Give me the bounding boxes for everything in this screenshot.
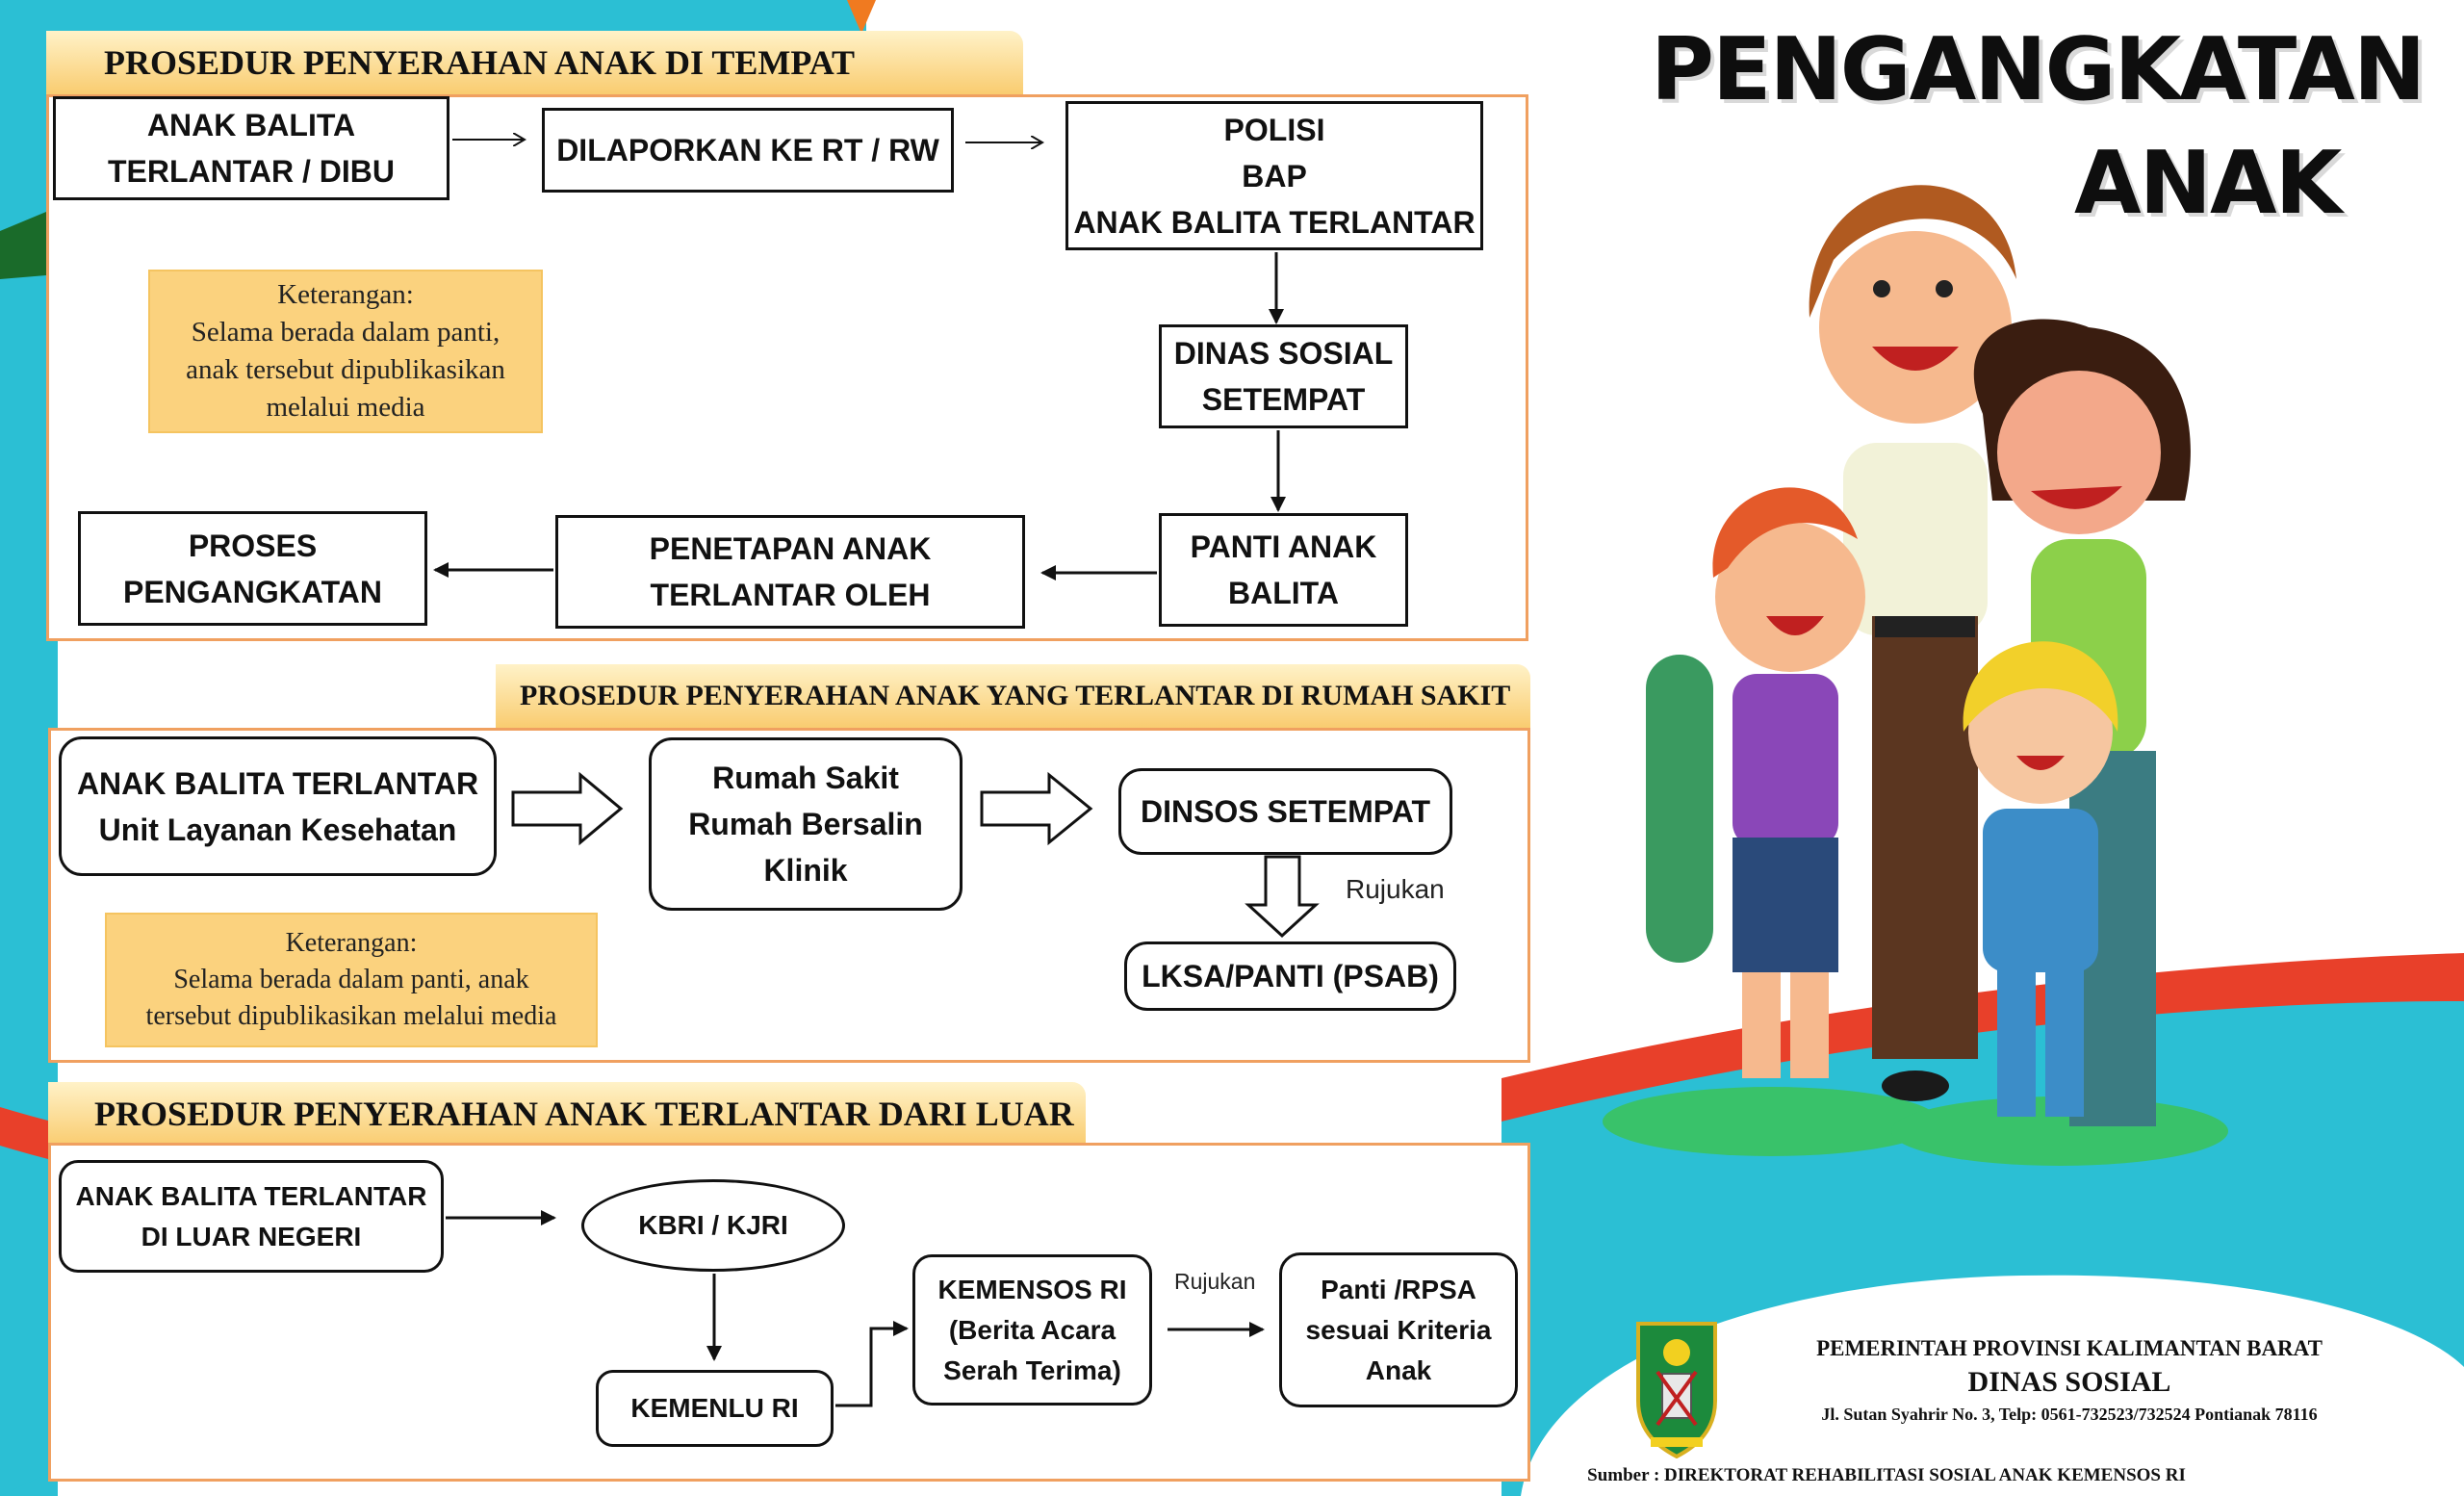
s1-polisi-box: POLISI BAP ANAK BALITA TERLANTAR xyxy=(1065,101,1483,250)
section2-heading: PROSEDUR PENYERAHAN ANAK YANG TERLANTAR … xyxy=(496,664,1530,728)
s2-block-arrow-2 xyxy=(980,771,1093,846)
s1-proses-box: PROSES PENGANGKATAN xyxy=(78,511,427,626)
s1-dinsos-box: DINAS SOSIAL SETEMPAT xyxy=(1159,324,1408,428)
s2-start-box: ANAK BALITA TERLANTAR Unit Layanan Keseh… xyxy=(59,736,497,876)
title-line-1: PENGANGKATAN xyxy=(1651,19,2426,120)
footer-address: Jl. Sutan Syahrir No. 3, Telp: 0561-7325… xyxy=(1821,1405,2318,1424)
s2-block-arrow-1 xyxy=(511,771,624,846)
s1-start-box: ANAK BALITA TERLANTAR / DIBU xyxy=(53,96,449,200)
section1-heading: PROSEDUR PENYERAHAN ANAK DI TEMPAT xyxy=(46,31,1023,94)
title-line-2: ANAK xyxy=(2074,133,2342,234)
s3-start-box: ANAK BALITA TERLANTAR DI LUAR NEGERI xyxy=(59,1160,444,1273)
s3-kemensos-box: KEMENSOS RI (Berita Acara Serah Terima) xyxy=(912,1254,1152,1406)
s1-panti-box: PANTI ANAK BALITA xyxy=(1159,513,1408,627)
s2-note: Keterangan: Selama berada dalam panti, a… xyxy=(105,913,598,1047)
s2-referral-label: Rujukan xyxy=(1346,874,1445,904)
s2-rs-box: Rumah Sakit Rumah Bersalin Klinik xyxy=(649,737,962,911)
s2-lksa-box: LKSA/PANTI (PSAB) xyxy=(1124,941,1456,1011)
section3-heading: PROSEDUR PENYERAHAN ANAK TERLANTAR DARI … xyxy=(48,1082,1086,1146)
s2-block-arrow-3 xyxy=(1245,855,1320,939)
s1-penetapan-box: PENETAPAN ANAK TERLANTAR OLEH xyxy=(555,515,1025,629)
footer-source: Sumber : DIREKTORAT REHABILITASI SOSIAL … xyxy=(1587,1465,2186,1485)
s2-dinsos-box: DINSOS SETEMPAT xyxy=(1118,768,1452,855)
s1-note: Keterangan: Selama berada dalam panti, a… xyxy=(148,270,543,433)
footer-department: DINAS SOSIAL xyxy=(1967,1366,2171,1398)
s3-panti-box: Panti /RPSA sesuai Kriteria Anak xyxy=(1279,1252,1518,1407)
s1-rt-rw-box: DILAPORKAN KE RT / RW xyxy=(542,108,954,193)
s3-kemenlu-box: KEMENLU RI xyxy=(596,1370,834,1447)
footer-government: PEMERINTAH PROVINSI KALIMANTAN BARAT xyxy=(1816,1336,2323,1360)
s3-connector-3 xyxy=(835,1321,909,1407)
provincial-emblem-icon xyxy=(1636,1322,1717,1458)
s3-referral-label: Rujukan xyxy=(1174,1269,1256,1294)
s3-kbri-ellipse: KBRI / KJRI xyxy=(581,1179,845,1272)
